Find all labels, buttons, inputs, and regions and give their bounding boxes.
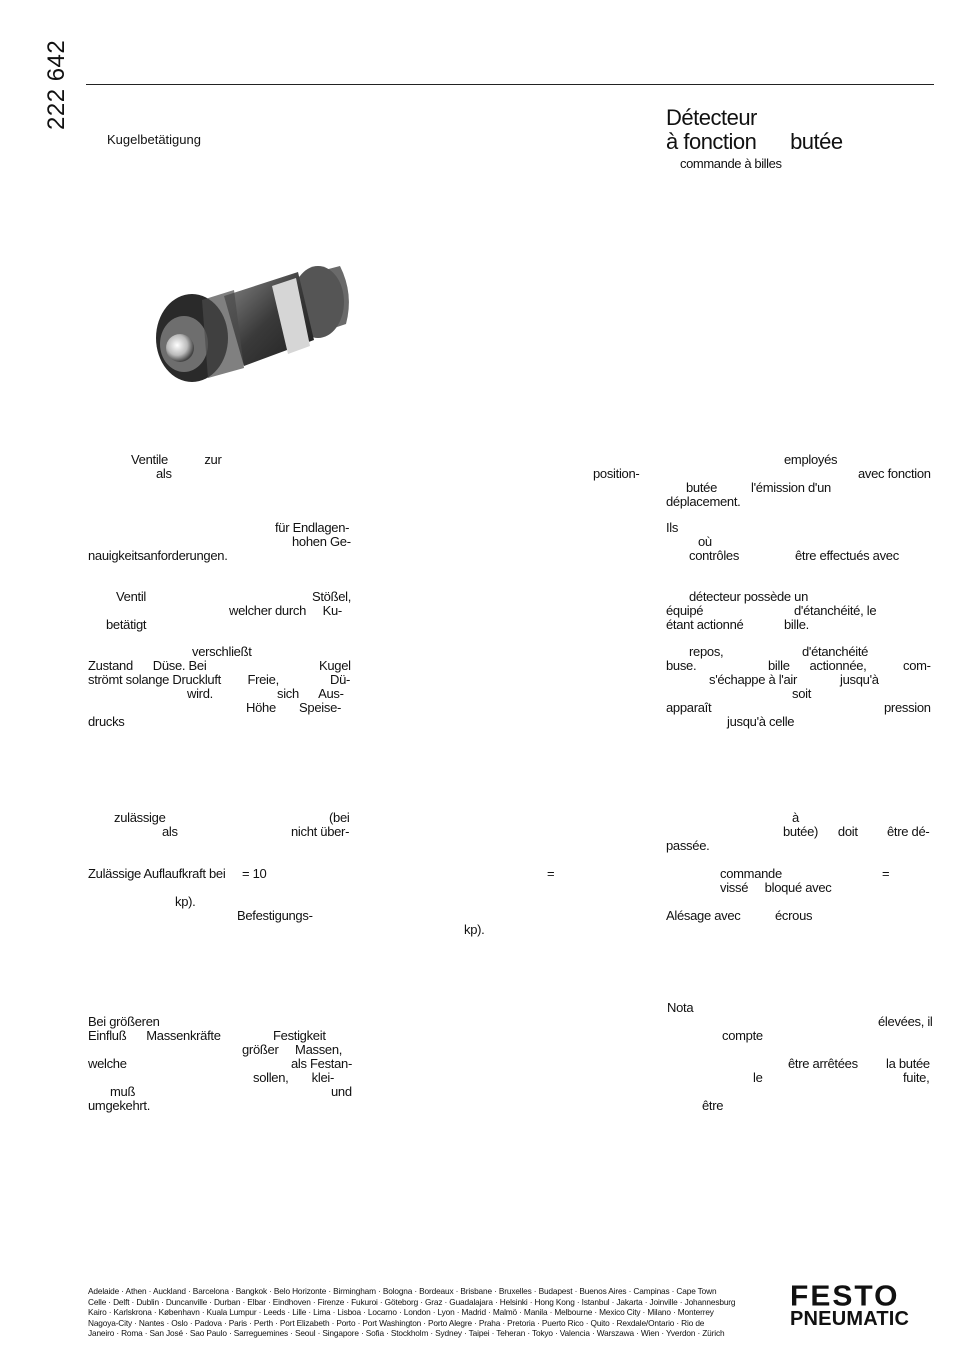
mid-text-line: position- <box>593 466 640 481</box>
fr-subtitle: commande à billes <box>680 156 782 171</box>
fr-text-line: Alésage avec <box>666 908 741 923</box>
de-text-line: als <box>156 466 172 481</box>
de-text-line: betätigt <box>106 617 147 632</box>
de-text-line: wird. <box>187 686 213 701</box>
de-text-line: sich Aus- <box>277 686 344 701</box>
fr-text-line: butée) doit <box>783 824 858 839</box>
fr-text-line: compte <box>722 1028 763 1043</box>
fr-text-line: Ils <box>666 520 679 535</box>
de-text-line: verschließt <box>192 644 252 659</box>
de-text-line: Bei größeren <box>88 1014 160 1029</box>
fr-text-line: où <box>698 534 712 549</box>
de-text-line: Ventile zur <box>131 452 222 467</box>
valve-photo <box>84 226 360 400</box>
de-text-line: Festigkeit <box>273 1028 326 1043</box>
fr-text-line: vissé bloqué avec <box>720 880 832 895</box>
fr-text-line: passée. <box>666 838 710 853</box>
de-text-line: umgekehrt. <box>88 1098 151 1113</box>
fr-text-line: être arrêtées <box>788 1056 858 1071</box>
fr-text-line: buse. <box>666 658 697 673</box>
fr-text-line: élevées, il <box>878 1014 933 1029</box>
fr-text-line: com- <box>903 658 931 673</box>
fr-text-line: équipé <box>666 603 704 618</box>
de-text-line: muß <box>110 1084 136 1099</box>
de-text-line: zulässige <box>114 810 166 825</box>
fr-title-line1: Détecteur <box>666 105 757 130</box>
de-text-line: (bei <box>329 810 350 825</box>
fr-text-line: contrôles <box>689 548 740 563</box>
fr-title: Détecteur à fonction butée <box>666 106 843 154</box>
de-text-line: Dü- <box>330 672 351 687</box>
fr-text-line: commande <box>720 866 782 881</box>
de-text-line: als <box>162 824 178 839</box>
fr-text-line: fuite, <box>903 1070 930 1085</box>
fr-text-line: apparaît <box>666 700 712 715</box>
fr-text-line: employés <box>784 452 838 467</box>
de-text-line: Ventil <box>116 589 147 604</box>
product-photo: A P R <box>84 226 360 400</box>
de-text-line: drucks <box>88 714 125 729</box>
cities-line: Nagoya-City · Nantes · Oslo · Padova · P… <box>88 1317 705 1328</box>
de-text-line: Kugel <box>319 658 351 673</box>
fr-text-line: déplacement. <box>666 494 741 509</box>
header-rule <box>86 84 934 85</box>
fr-text-line: repos, <box>689 644 724 659</box>
fr-text-line: soit <box>792 686 812 701</box>
fr-text-line: d'étanchéité, le <box>794 603 877 618</box>
fr-text-line: détecteur possède un <box>689 589 809 604</box>
de-text-line: für Endlagen- <box>275 520 350 535</box>
cities-line: Celle · Delft · Dublin · Duncanville · D… <box>88 1296 736 1307</box>
mid-text-line: kp). <box>464 922 485 937</box>
logo-subline: PNEUMATIC <box>790 1308 910 1330</box>
fr-text-line: d'étanchéité <box>802 644 869 659</box>
cities-line: Adelaide · Athen · Auckland · Barcelona … <box>88 1286 717 1296</box>
fr-text-line: avec fonction <box>858 466 931 481</box>
logo-wordmark: FESTO <box>790 1280 900 1313</box>
de-text-line: Zustand Düse. Bei <box>88 658 207 673</box>
de-text-line: welche <box>88 1056 127 1071</box>
de-text-line: Befestigungs- <box>237 908 313 923</box>
fr-text-line: l'émission d'un <box>751 480 831 495</box>
footer-cities: Adelaide · Athen · Auckland · Barcelona … <box>88 1286 780 1339</box>
fr-text-line: être <box>702 1098 724 1113</box>
de-text-line: Stößel, <box>312 589 352 604</box>
de-text-line: nauigkeitsanforderungen. <box>88 548 228 563</box>
fr-title-line2: à fonction butée <box>666 129 843 154</box>
fr-text-line: à <box>792 810 799 825</box>
fr-text-line: pression <box>884 700 931 715</box>
de-subtitle: Kugelbetätigung <box>107 132 201 147</box>
festo-logo: FESTO PNEUMATIC <box>790 1280 938 1330</box>
de-text-line: größer Massen, <box>242 1042 343 1057</box>
de-text-line: Zulässige Auflaufkraft bei = 10 <box>88 866 267 881</box>
de-text-line: Höhe Speise- <box>246 700 342 715</box>
cities-line: Kairo · Karlskrona · København · Kuala L… <box>88 1307 714 1318</box>
fr-text-line: bille actionnée, <box>768 658 867 673</box>
mid-text-line: = <box>547 866 555 881</box>
de-text-line: welcher durch Ku- <box>229 603 342 618</box>
de-text-line: als Festan- <box>291 1056 353 1071</box>
de-text-line: sollen, klei- <box>253 1070 334 1085</box>
fr-text-line: écrous <box>775 908 813 923</box>
fr-text-line: bille. <box>784 617 809 632</box>
fr-text-line: le <box>753 1070 763 1085</box>
fr-text-line: être effectués avec <box>795 548 899 563</box>
de-text-line: und <box>331 1084 352 1099</box>
fr-text-line: butée <box>686 480 718 495</box>
de-text-line: nicht über- <box>291 824 350 839</box>
document-number: 222 642 <box>43 39 70 130</box>
de-text-line: hohen Ge- <box>292 534 351 549</box>
fr-text-line: étant actionné <box>666 617 744 632</box>
fr-text-line: = <box>882 866 890 881</box>
de-text-line: kp). <box>175 894 196 909</box>
fr-text-line: Nota <box>667 1000 694 1015</box>
fr-text-line: la butée <box>886 1056 930 1071</box>
fr-text-line: jusqu'à <box>840 672 879 687</box>
cities-line: Janeiro · Roma · San José · Sao Paulo · … <box>88 1328 725 1339</box>
fr-text-line: être dé- <box>887 824 930 839</box>
fr-text-line: jusqu'à celle <box>727 714 795 729</box>
fr-text-line: s'échappe à l'air <box>709 672 798 687</box>
de-text-line: Einfluß Massenkräfte <box>88 1028 221 1043</box>
de-text-line: strömt solange Druckluft Freie, <box>88 672 279 687</box>
